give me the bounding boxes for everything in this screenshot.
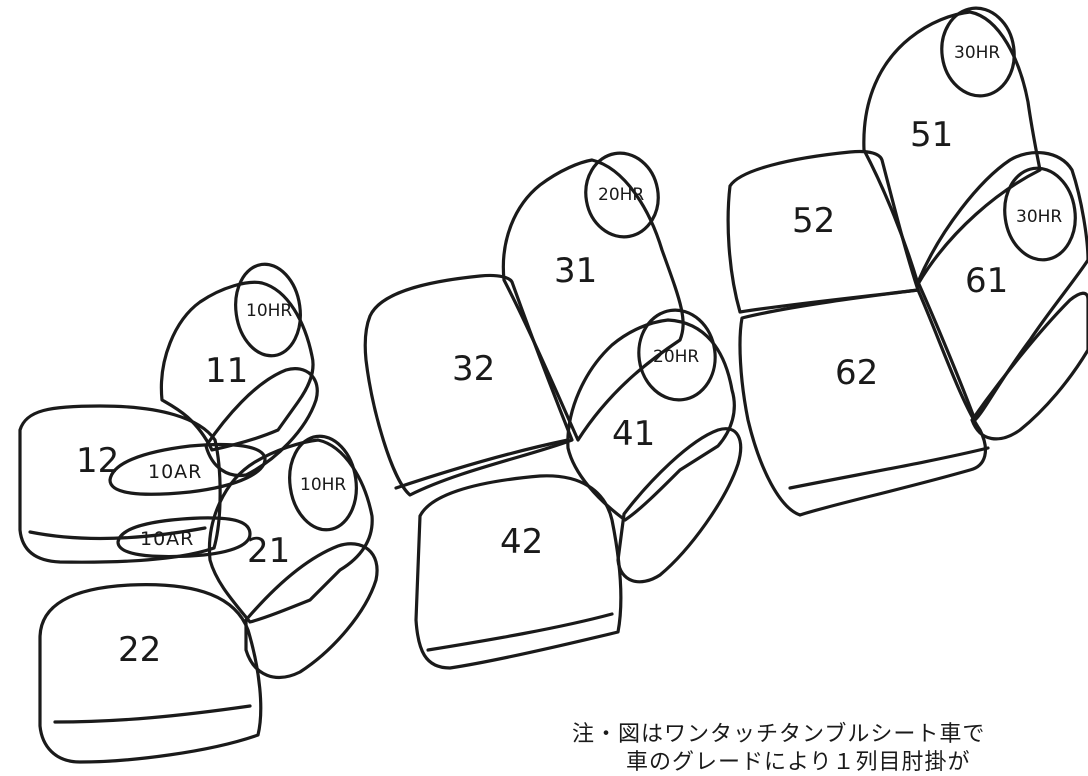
- seat-group-middle: [363, 151, 743, 670]
- cushion-42-front: [426, 612, 614, 652]
- cushion-12-front: [28, 526, 207, 541]
- panel-label-31: 31: [554, 251, 597, 291]
- side-bolster-41: [616, 427, 743, 584]
- headrest-30hr-row3: [940, 6, 1016, 98]
- backrest-21: [207, 438, 374, 624]
- headrest-label-row3: 30HR: [954, 43, 1000, 63]
- headrest-20hr-row2: [584, 151, 660, 239]
- cushion-12: [18, 404, 222, 564]
- panel-label-42: 42: [500, 522, 543, 562]
- armrest-label-upper: 10AR: [148, 461, 202, 483]
- headrest-20hr-row2b: [637, 308, 717, 402]
- side-bolster-61: [970, 291, 1088, 441]
- panel-label-51: 51: [910, 115, 953, 155]
- headrest-label-row2: 20HR: [598, 185, 644, 205]
- seat-group-rear: [726, 6, 1088, 517]
- cushion-62-front: [788, 446, 990, 490]
- armrest-label-lower: 10AR: [140, 528, 194, 550]
- headrest-label-second: 10HR: [300, 475, 346, 495]
- headrest-10hr-front: [234, 262, 302, 358]
- cushion-22: [38, 583, 263, 764]
- headrest-10hr-second: [288, 434, 358, 532]
- backrest-11: [159, 280, 315, 452]
- cushion-32: [363, 273, 574, 497]
- headrest-label-front: 10HR: [246, 301, 292, 321]
- panel-label-12: 12: [76, 441, 119, 481]
- backrest-31: [501, 158, 685, 442]
- panel-label-41: 41: [612, 414, 655, 454]
- panel-label-11: 11: [205, 351, 248, 391]
- seat-group-front: [18, 262, 379, 764]
- backrest-51: [862, 10, 1042, 286]
- cushion-22-front: [53, 704, 252, 724]
- headrest-label-row3b: 30HR: [1016, 207, 1062, 227]
- headrest-label-row2b: 20HR: [653, 347, 699, 367]
- panel-label-61: 61: [965, 261, 1008, 301]
- panel-label-22: 22: [118, 630, 161, 670]
- panel-label-21: 21: [247, 531, 290, 571]
- cushion-42: [414, 474, 623, 670]
- cushion-32-front: [394, 438, 570, 490]
- note-text-line-1: 注・図はワンタッチタンブルシート車で: [572, 722, 986, 747]
- backrest-52: [726, 149, 920, 314]
- headrest-30hr-row3b: [1003, 166, 1077, 262]
- panel-label-52: 52: [792, 201, 835, 241]
- panel-label-62: 62: [835, 353, 878, 393]
- note-text-line-2: 車のグレードにより１列目肘掛が: [626, 750, 971, 775]
- panel-label-32: 32: [452, 349, 495, 389]
- cushion-62: [738, 288, 988, 517]
- armrest-10ar-lower: [116, 516, 252, 559]
- backrest-41: [566, 318, 736, 522]
- side-bolster-21: [244, 542, 379, 680]
